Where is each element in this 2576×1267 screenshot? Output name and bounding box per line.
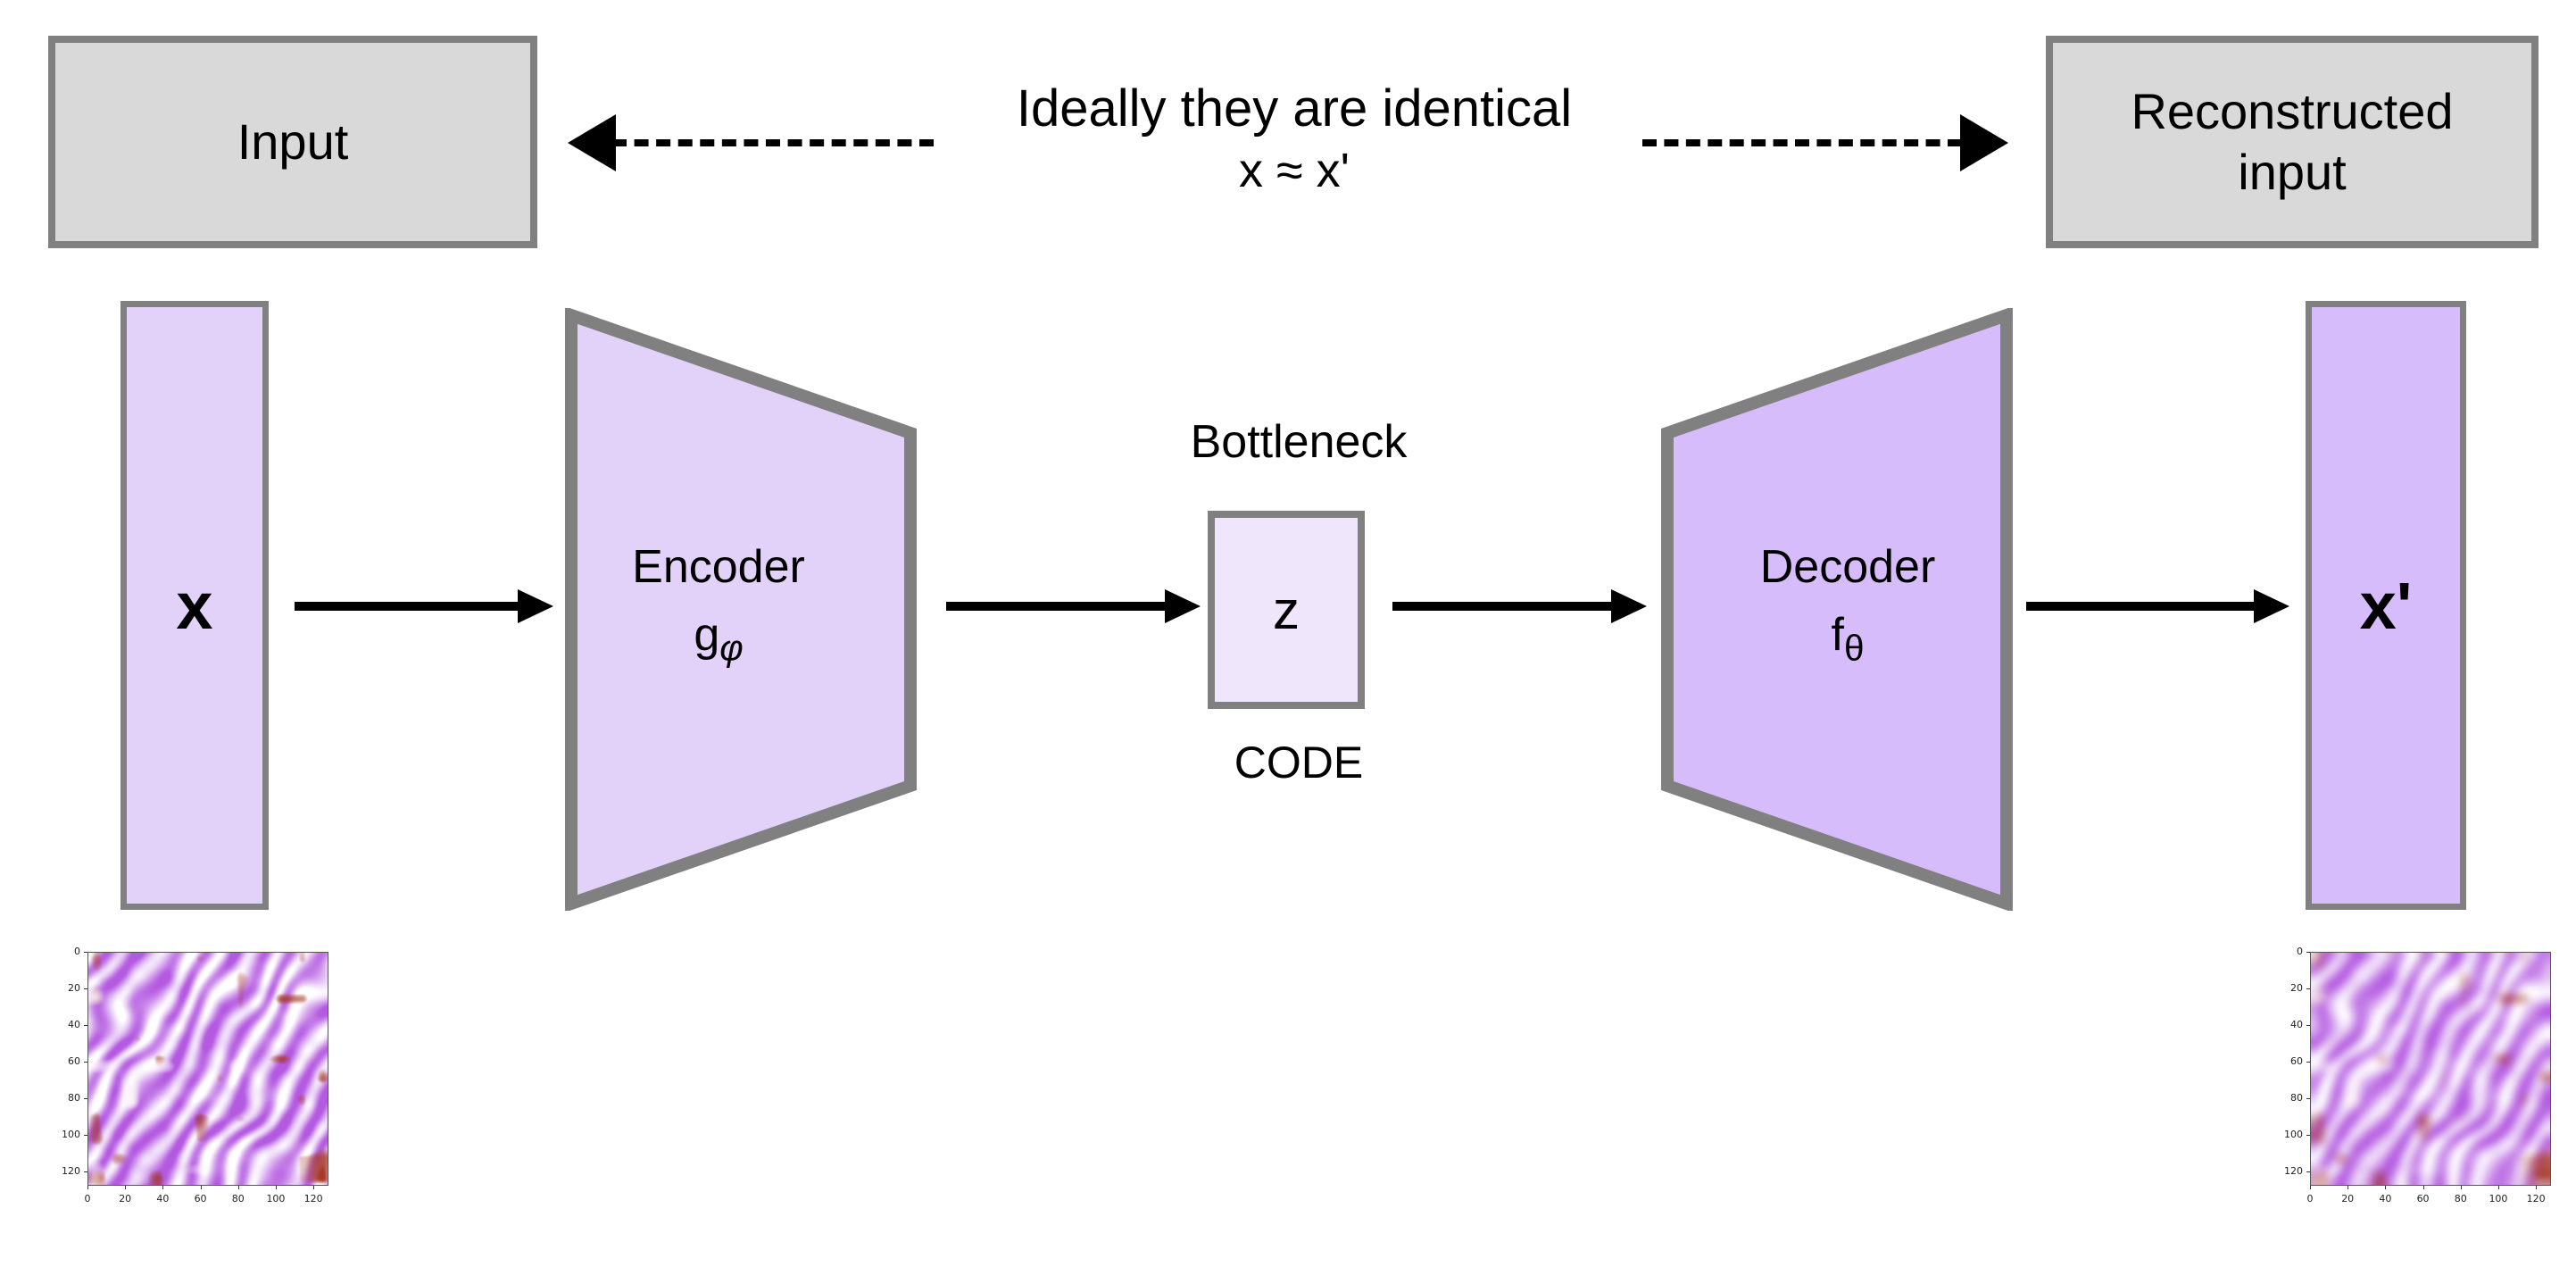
y-tick-label: 40: [68, 1018, 80, 1030]
y-tick-mark: [84, 1061, 87, 1063]
code-symbol: z: [1273, 579, 1300, 640]
x-tick-label: 0: [84, 1193, 91, 1204]
y-tick-mark: [84, 988, 87, 989]
arrow-right-dashed-icon: [1960, 114, 2008, 171]
x-tick-mark: [2497, 1186, 2499, 1189]
code-box: z: [1208, 511, 1365, 709]
reconstructed-input-box: Reconstructed input: [2046, 36, 2539, 248]
y-tick-mark: [2306, 1024, 2310, 1026]
y-tick-label: 0: [74, 946, 80, 957]
y-tick-mark: [84, 952, 87, 953]
y-tick-mark: [2306, 1171, 2310, 1172]
y-tick-label: 80: [2290, 1091, 2303, 1104]
x-tick-label: 60: [2416, 1193, 2430, 1204]
identity-caption: Ideally they are identical x ≈ x': [928, 79, 1660, 200]
x-tick-label: 120: [2526, 1193, 2546, 1204]
x-tick-label: 20: [2341, 1193, 2355, 1204]
decoder-shape: [1658, 308, 2015, 911]
x-tick-mark: [2310, 1186, 2311, 1189]
y-tick-mark: [84, 1171, 87, 1172]
y-tick-label: 100: [62, 1128, 80, 1140]
x-tick-mark: [162, 1186, 164, 1189]
reconstructed-label-line2: input: [2238, 144, 2347, 200]
x-tick-mark: [87, 1186, 88, 1189]
x-tick-label: 100: [266, 1193, 286, 1204]
reconstructed-label-line1: Reconstructed: [2131, 82, 2454, 139]
y-tick-label: 120: [2284, 1164, 2303, 1177]
identity-caption-line2: x ≈ x': [1239, 144, 1350, 198]
arrow-left-dashed-icon: [568, 114, 616, 171]
y-tick-mark: [84, 1097, 87, 1099]
x-tick-mark: [313, 1186, 315, 1189]
y-tick-mark: [2306, 1097, 2310, 1099]
code-caption: CODE: [1234, 738, 1364, 788]
x-tick-mark: [2422, 1186, 2424, 1189]
input-vector-bar: x: [120, 301, 269, 910]
encoder-shape: [562, 308, 919, 911]
x-tick-label: 80: [2454, 1193, 2467, 1204]
bottleneck-title: Bottleneck: [1190, 416, 1408, 468]
y-tick-label: 60: [68, 1054, 80, 1067]
identity-caption-line1: Ideally they are identical: [1016, 79, 1573, 138]
x-tick-mark: [275, 1186, 277, 1189]
x-tick-mark: [237, 1186, 239, 1189]
output-vector-symbol: x': [2359, 568, 2413, 643]
y-tick-label: 20: [2290, 981, 2303, 994]
y-tick-label: 20: [68, 981, 80, 994]
y-tick-label: 40: [2290, 1018, 2303, 1030]
arrow-decoder-to-output-icon: [2026, 589, 2294, 623]
y-tick-label: 0: [2297, 946, 2303, 957]
x-tick-label: 40: [156, 1193, 170, 1204]
x-tick-label: 80: [231, 1193, 245, 1204]
y-tick-mark: [84, 1134, 87, 1136]
arrow-code-to-decoder-icon: [1392, 589, 1647, 623]
x-tick-mark: [2385, 1186, 2387, 1189]
x-tick-mark: [125, 1186, 127, 1189]
y-tick-label: 120: [62, 1164, 80, 1177]
arrow-encoder-to-code-icon: [946, 589, 1201, 623]
input-box: Input: [48, 36, 537, 248]
x-tick-label: 60: [194, 1193, 207, 1204]
x-tick-label: 20: [119, 1193, 132, 1204]
dashed-line-left: [612, 139, 934, 146]
y-tick-label: 100: [2284, 1128, 2303, 1140]
x-tick-label: 120: [303, 1193, 323, 1204]
input-histology-figure: 0 20 40 60 80 100 120 0 20 40 60 80 100 120: [50, 946, 336, 1214]
x-tick-mark: [200, 1186, 202, 1189]
y-tick-mark: [2306, 952, 2310, 953]
output-vector-bar: x': [2306, 301, 2466, 910]
input-histology-image: [87, 952, 328, 1186]
x-tick-label: 100: [2489, 1193, 2508, 1204]
y-tick-mark: [2306, 1134, 2310, 1136]
y-tick-mark: [2306, 988, 2310, 989]
x-tick-label: 40: [2379, 1193, 2392, 1204]
input-box-label: Input: [237, 113, 349, 170]
dashed-line-right: [1642, 139, 1962, 146]
reconstructed-histology-image: [2310, 952, 2551, 1186]
input-vector-symbol: x: [176, 568, 213, 643]
x-tick-mark: [2536, 1186, 2538, 1189]
x-tick-mark: [2347, 1186, 2349, 1189]
y-tick-mark: [84, 1024, 87, 1026]
arrow-input-to-encoder-icon: [295, 589, 553, 623]
x-tick-label: 0: [2306, 1193, 2314, 1204]
y-tick-mark: [2306, 1061, 2310, 1063]
y-tick-label: 60: [2290, 1054, 2303, 1067]
x-tick-mark: [2460, 1186, 2462, 1189]
y-tick-label: 80: [68, 1091, 80, 1104]
reconstructed-histology-figure: 0 20 40 60 80 100 120 0 20 40 60 80 100 120: [2273, 946, 2558, 1214]
